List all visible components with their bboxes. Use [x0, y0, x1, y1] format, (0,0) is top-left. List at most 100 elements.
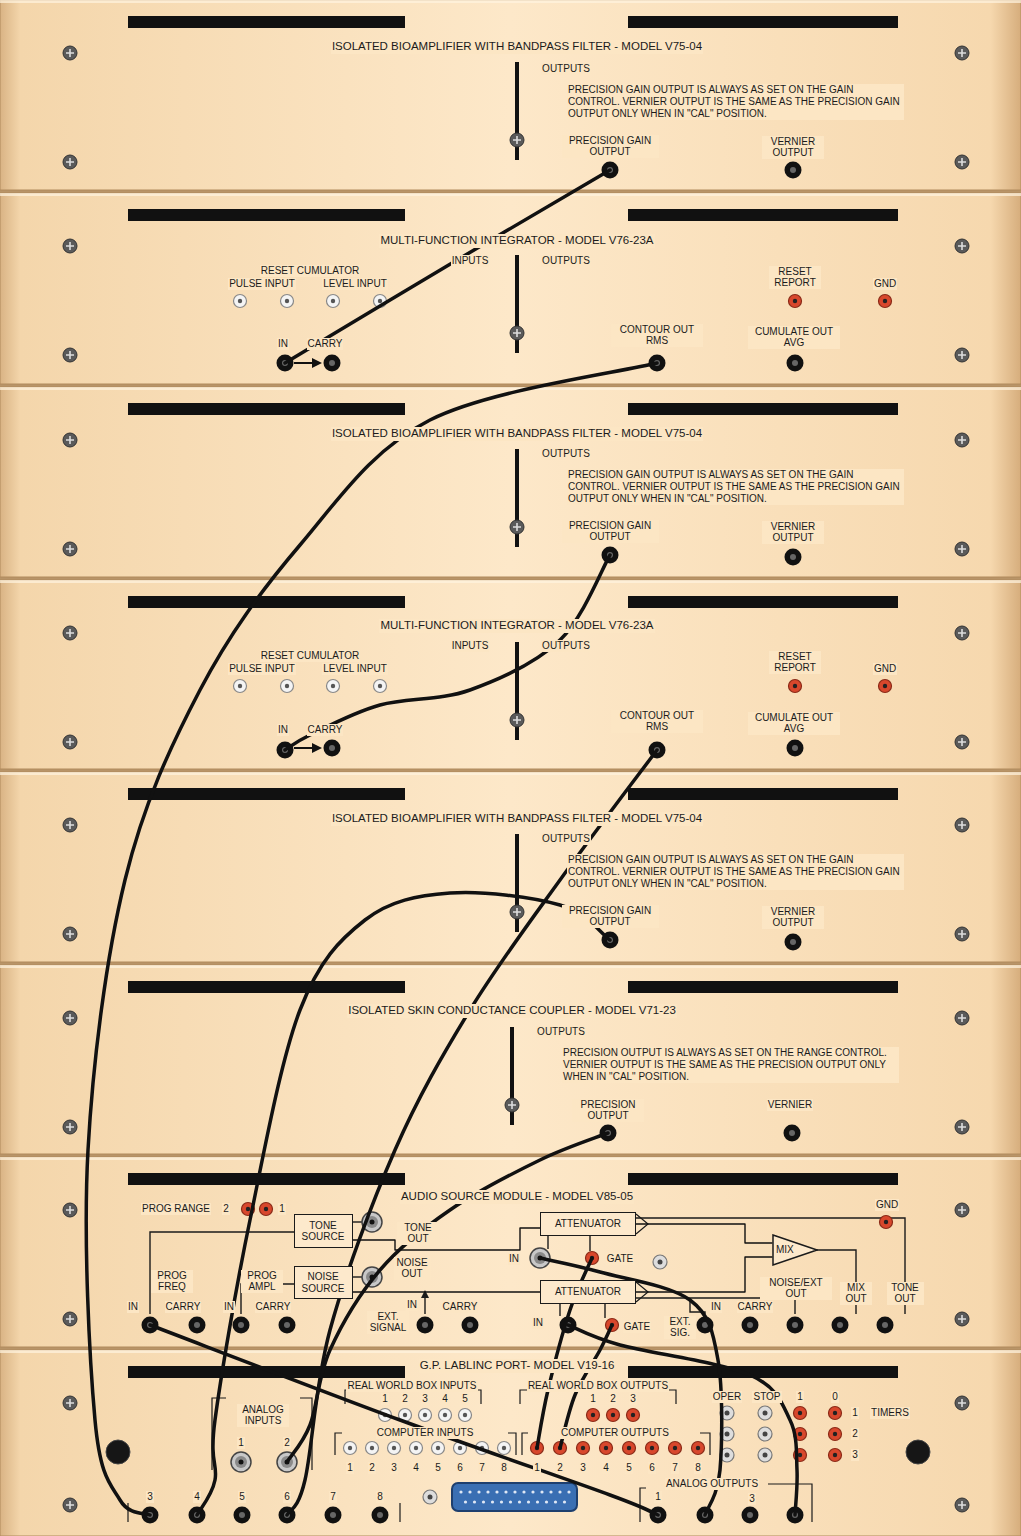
screw-slot	[66, 1014, 74, 1022]
panel-label: STOP	[752, 1391, 781, 1403]
db25-pin	[567, 1490, 570, 1493]
jack-hole	[370, 1446, 374, 1450]
screw	[955, 542, 969, 556]
panel-label: TONE OUT	[887, 1282, 924, 1305]
panel-label: VERNIER	[767, 1099, 813, 1111]
jack	[423, 1490, 437, 1504]
jack-hole	[239, 1512, 245, 1518]
jack-hole	[627, 1446, 631, 1450]
panel-label: 7	[478, 1462, 486, 1474]
jack-hole	[725, 1453, 730, 1458]
db25-pin	[531, 1490, 534, 1493]
panel-label: 6	[456, 1462, 464, 1474]
jack	[366, 1442, 379, 1455]
jack	[459, 1409, 472, 1422]
block-label: TONE SOURCE	[298, 1220, 349, 1243]
jack-hole	[458, 1446, 462, 1450]
panel-label: PROG RANGE	[141, 1203, 211, 1215]
jack-label: 2	[556, 1462, 564, 1474]
jack	[410, 1442, 423, 1455]
printed-arrow	[294, 747, 314, 749]
jack-hole	[798, 1432, 802, 1436]
screw	[955, 433, 969, 447]
jack-hole	[238, 299, 242, 303]
jack-hole	[331, 299, 335, 303]
printed-arrowhead	[421, 1290, 429, 1298]
panel-highlight	[0, 772, 1021, 775]
panel-label: 1	[237, 1437, 245, 1449]
jack	[325, 1507, 342, 1524]
db25-pin	[522, 1490, 525, 1493]
jack	[577, 1442, 590, 1455]
jack-hole	[378, 299, 382, 303]
jack	[374, 680, 387, 693]
jack-terminal: IN	[277, 338, 289, 363]
schematic-wire	[547, 1236, 548, 1249]
panel-label: ANALOG INPUTS	[237, 1404, 289, 1427]
panel-label: 7	[329, 1491, 337, 1503]
jack-hole	[631, 1413, 635, 1417]
jack-hole	[793, 299, 797, 303]
screw	[63, 1498, 77, 1512]
jack-label: PRECISION OUTPUT	[572, 1099, 644, 1122]
module-panel: MULTI-FUNCTION INTEGRATOR - MODEL V76-23…	[0, 580, 1021, 769]
module-block: NOISE SOURCE	[294, 1266, 353, 1299]
jack-hole	[443, 1413, 447, 1417]
screw	[955, 1120, 969, 1134]
panel-label: 4	[602, 1462, 610, 1474]
jack-hole	[837, 1322, 843, 1328]
jack-label: GATE	[623, 1321, 651, 1333]
screw-slot	[958, 158, 966, 166]
jack-hole	[792, 745, 798, 751]
jack-hole	[403, 1413, 407, 1417]
jack	[372, 1507, 389, 1524]
block-label: NOISE SOURCE	[298, 1271, 349, 1294]
block-label: ATTENUATOR	[554, 1218, 622, 1230]
panel-label: 0	[831, 1391, 839, 1403]
attenuator-chevron	[636, 1214, 648, 1302]
jack	[692, 1442, 705, 1455]
db25-pin	[468, 1490, 471, 1493]
jack-hole	[285, 684, 289, 688]
db25-pin	[500, 1500, 503, 1503]
panel-label: PULSE INPUT	[228, 663, 296, 675]
jack	[758, 1406, 772, 1420]
jack-terminal: 3	[748, 1493, 795, 1515]
panel-label: CARRY	[165, 1301, 202, 1313]
jack-hole	[378, 684, 382, 688]
panel-label: REAL WORLD BOX OUTPUTS	[527, 1380, 669, 1392]
panel-connector	[906, 1440, 930, 1464]
jack-label: IN	[127, 1301, 139, 1313]
panel-label: 4	[412, 1462, 420, 1474]
jack	[419, 1409, 432, 1422]
panel-label: NOISE/EXT OUT	[760, 1277, 832, 1300]
jack-hole	[329, 360, 335, 366]
panel-label: LEVEL INPUT	[322, 278, 388, 290]
group-bracket	[127, 1503, 128, 1522]
db25-pin	[536, 1500, 539, 1503]
screw	[955, 927, 969, 941]
amplifier-triangle	[773, 1235, 817, 1265]
screw-slot	[958, 1206, 966, 1214]
panel-label: EXT. SIG.	[664, 1316, 696, 1339]
patch-cable	[150, 1325, 658, 1515]
jack-terminal: ANALOG OUTPUTS	[665, 1478, 759, 1515]
screw	[63, 1203, 77, 1217]
group-bracket	[474, 1390, 481, 1404]
panel-label: 2	[401, 1393, 409, 1405]
module-panel: G.P. LABLINC PORT- MODEL V19-162346121AN…	[0, 1350, 1021, 1536]
panel-note: PRECISION GAIN OUTPUT IS ALWAYS AS SET O…	[567, 469, 904, 505]
db25-pin	[459, 1490, 462, 1493]
screw	[63, 1312, 77, 1326]
panel-label: TIMERS	[870, 1407, 910, 1419]
panel-face	[0, 1350, 1021, 1536]
panel-label: 4	[441, 1393, 449, 1405]
jack-hole	[467, 1322, 473, 1328]
jack-hole	[747, 1512, 753, 1518]
jack-hole	[428, 1495, 433, 1500]
screw	[955, 1498, 969, 1512]
module-title: MULTI-FUNCTION INTEGRATOR - MODEL V76-23…	[379, 619, 654, 632]
jack-hole	[883, 684, 887, 688]
jack-label: CONTOUR OUT RMS	[611, 710, 703, 733]
panel-label: IN	[406, 1299, 418, 1311]
